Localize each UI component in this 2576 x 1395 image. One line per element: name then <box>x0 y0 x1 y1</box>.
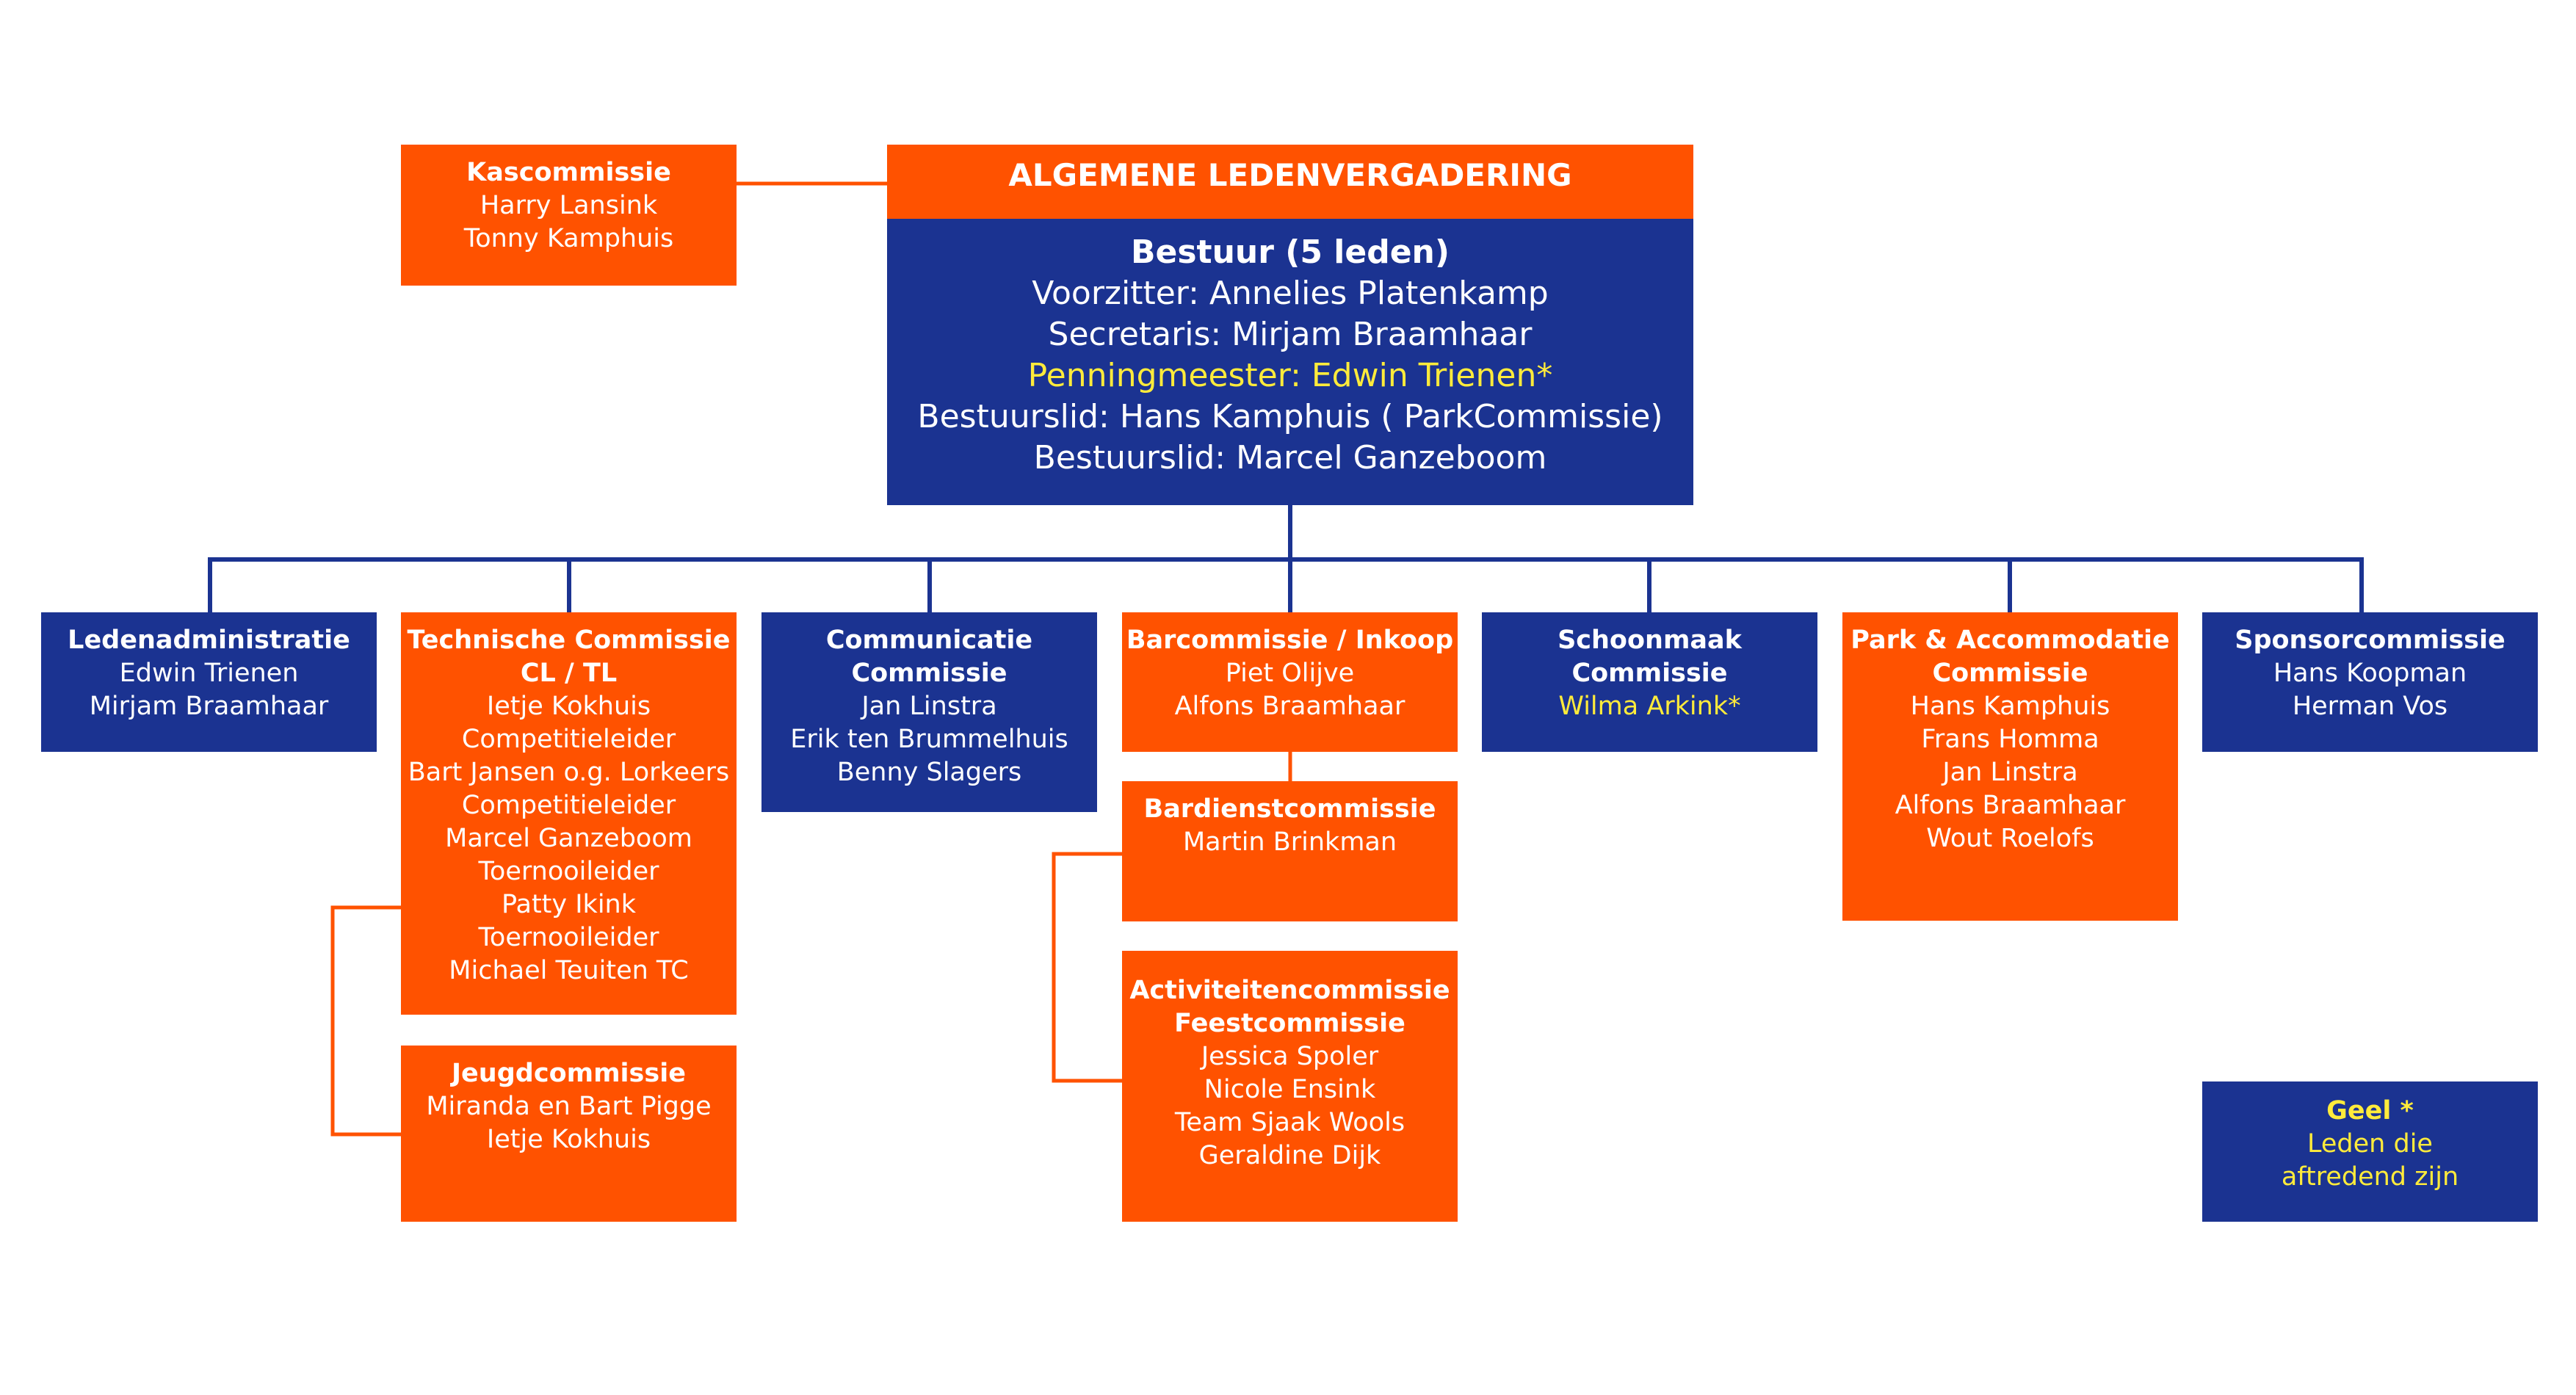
technische-commissie-role: Toernooileider <box>478 857 659 886</box>
bestuur-box: Bestuur (5 leden) Voorzitter: Annelies P… <box>887 219 1693 505</box>
park-accommodatie-commissie-member: Hans Kamphuis <box>1910 692 2110 721</box>
bestuur-title: Bestuur (5 leden) <box>1130 233 1450 271</box>
technische-commissie-title: Technische Commissie CL / TL <box>407 626 731 688</box>
legend-line: Leden die <box>2307 1129 2433 1159</box>
schoonmaak-commissie-title: Schoonmaak Commissie <box>1557 626 1742 688</box>
technische-commissie-role: Toernooileider <box>478 923 659 952</box>
bestuur-voorzitter: Voorzitter: Annelies Platenkamp <box>1032 275 1549 312</box>
activiteitencommissie-member: Nicole Ensink <box>1204 1075 1376 1104</box>
communicatie-commissie-title: Communicatie Commissie <box>825 626 1033 688</box>
ledenadministratie-member: Mirjam Braamhaar <box>89 692 329 721</box>
park-accommodatie-commissie-title: Park & Accommodatie Commissie <box>1850 626 2170 688</box>
technische-commissie-member: Ietje Kokhuis <box>486 692 651 721</box>
legend-title: Geel * <box>2326 1096 2414 1126</box>
bestuur-bestuurslid: Bestuurslid: Marcel Ganzeboom <box>1033 439 1547 477</box>
technische-commissie-member: Michael Teuiten TC <box>449 956 689 985</box>
technische-commissie-box: Technische Commissie CL / TL Ietje Kokhu… <box>401 612 737 1015</box>
technische-commissie-member: Patty Ikink <box>501 890 637 919</box>
communicatie-commissie-member: Jan Linstra <box>861 692 997 721</box>
park-accommodatie-commissie-member: Wout Roelofs <box>1926 824 2094 853</box>
bestuur-bestuurslid: Bestuurslid: Hans Kamphuis ( ParkCommiss… <box>917 398 1663 435</box>
kascommissie-title: Kascommissie <box>466 158 671 187</box>
schoonmaak-commissie-box: Schoonmaak Commissie Wilma Arkink* <box>1482 612 1817 752</box>
ledenadministratie-title: Ledenadministratie <box>68 626 350 655</box>
park-accommodatie-commissie-member: Alfons Braamhaar <box>1895 791 2126 820</box>
jeugdcommissie-title: Jeugdcommissie <box>452 1059 686 1088</box>
communicatie-commissie-member: Benny Slagers <box>836 758 1022 787</box>
park-accommodatie-commissie-member: Frans Homma <box>1921 725 2099 754</box>
legend-box: Geel * Leden die aftredend zijn <box>2202 1081 2538 1222</box>
sponsorcommissie-member: Herman Vos <box>2292 692 2448 721</box>
barcommissie-title: Barcommissie / Inkoop <box>1126 626 1454 655</box>
ledenadministratie-box: Ledenadministratie Edwin Trienen Mirjam … <box>41 612 377 752</box>
connector-technische-jeugd <box>330 905 401 1137</box>
communicatie-commissie-member: Erik ten Brummelhuis <box>790 725 1068 754</box>
sponsorcommissie-title: Sponsorcommissie <box>2235 626 2506 655</box>
park-accommodatie-commissie-box: Park & Accommodatie Commissie Hans Kamph… <box>1842 612 2178 921</box>
bestuur-penningmeester: Penningmeester: Edwin Trienen* <box>1027 357 1553 394</box>
activiteitencommissie-member: Geraldine Dijk <box>1198 1141 1381 1170</box>
bardienstcommissie-title: Bardienstcommissie <box>1143 794 1436 824</box>
sponsorcommissie-member: Hans Koopman <box>2273 659 2467 688</box>
activiteitencommissie-title: Activiteitencommissie Feestcommissie <box>1129 976 1450 1038</box>
sponsorcommissie-box: Sponsorcommissie Hans Koopman Herman Vos <box>2202 612 2538 752</box>
technische-commissie-role: Competitieleider <box>461 725 676 754</box>
barcommissie-member: Piet Olijve <box>1225 659 1355 688</box>
legend-line: aftredend zijn <box>2281 1162 2459 1192</box>
activiteitencommissie-box: Activiteitencommissie Feestcommissie Jes… <box>1122 951 1458 1222</box>
communicatie-commissie-box: Communicatie Commissie Jan Linstra Erik … <box>761 612 1097 812</box>
bardienstcommissie-box: Bardienstcommissie Martin Brinkman <box>1122 781 1458 921</box>
jeugdcommissie-member: Ietje Kokhuis <box>486 1125 651 1154</box>
algemene-ledenvergadering-header: ALGEMENE LEDENVERGADERING <box>887 145 1693 219</box>
technische-commissie-role: Competitieleider <box>461 791 676 820</box>
barcommissie-box: Barcommissie / Inkoop Piet Olijve Alfons… <box>1122 612 1458 752</box>
connector-bardienst-activiteiten <box>1052 852 1122 1083</box>
bardienstcommissie-member: Martin Brinkman <box>1182 827 1397 857</box>
bestuur-secretaris: Secretaris: Mirjam Braamhaar <box>1048 316 1533 353</box>
jeugdcommissie-box: Jeugdcommissie Miranda en Bart Pigge Iet… <box>401 1046 737 1222</box>
technische-commissie-member: Marcel Ganzeboom <box>445 824 692 853</box>
alv-title: ALGEMENE LEDENVERGADERING <box>1008 157 1572 193</box>
kascommissie-member: Tonny Kamphuis <box>463 224 674 253</box>
technische-commissie-member: Bart Jansen o.g. Lorkeers <box>408 758 730 787</box>
jeugdcommissie-member: Miranda en Bart Pigge <box>426 1092 712 1121</box>
activiteitencommissie-member: Jessica Spoler <box>1201 1042 1379 1071</box>
ledenadministratie-member: Edwin Trienen <box>119 659 299 688</box>
park-accommodatie-commissie-member: Jan Linstra <box>1942 758 2078 787</box>
kascommissie-box: Kascommissie Harry Lansink Tonny Kamphui… <box>401 145 737 286</box>
barcommissie-member: Alfons Braamhaar <box>1174 692 1405 721</box>
activiteitencommissie-member: Team Sjaak Wools <box>1174 1108 1405 1137</box>
kascommissie-member: Harry Lansink <box>480 191 658 220</box>
schoonmaak-commissie-member: Wilma Arkink* <box>1558 692 1741 721</box>
